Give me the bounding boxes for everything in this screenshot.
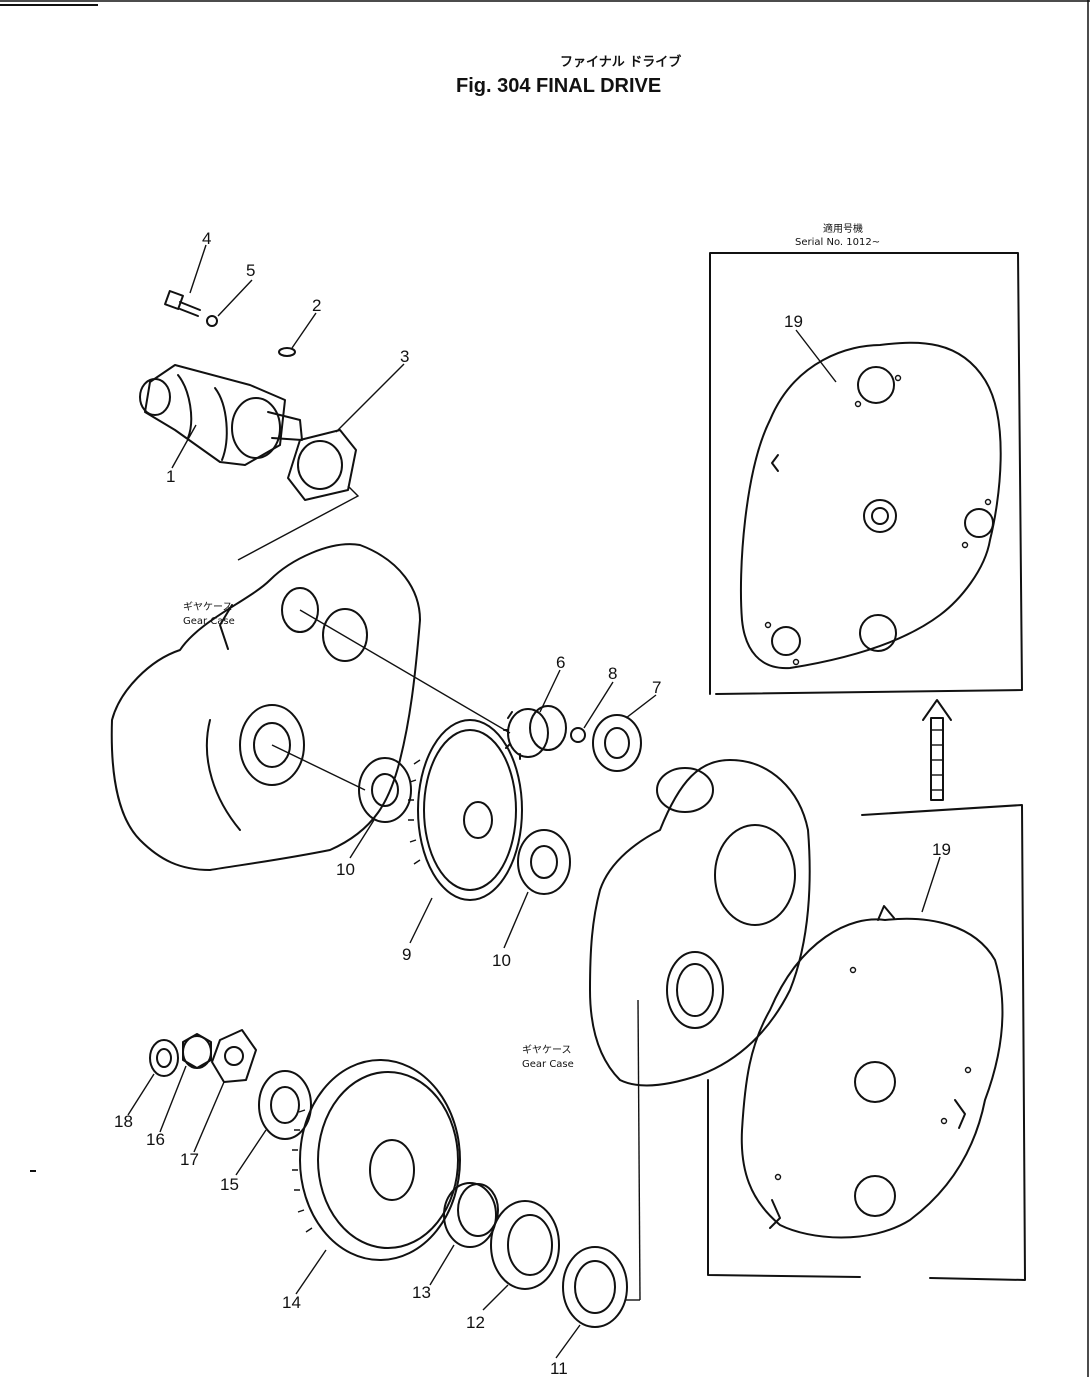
gear-case-label-en-lower: Gear Case: [522, 1059, 574, 1070]
bearing: [358, 757, 412, 823]
part-label-19-lower: 19: [932, 840, 951, 859]
part-label-7: 7: [652, 678, 661, 697]
bearing: [258, 1070, 312, 1140]
cover-plate-lower: [740, 905, 1004, 1239]
bearing: [490, 1200, 560, 1290]
part-label-8: 8: [608, 664, 617, 683]
part-label-6: 6: [556, 653, 565, 672]
pinion-gear: [503, 705, 567, 760]
hydraulic-motor: [139, 364, 303, 466]
spur-gear: [408, 719, 523, 901]
gear-case-label-jp-lower: ギヤケース: [522, 1044, 572, 1056]
title-english: Fig. 304 FINAL DRIVE: [456, 75, 661, 97]
serial-note-english: Serial No. 1012~: [795, 237, 880, 248]
snap-ring: [570, 727, 586, 743]
lower-cover-frame-left: [707, 1079, 861, 1278]
nut: [182, 1033, 212, 1069]
axis-line: [299, 609, 511, 734]
bearing: [562, 1246, 628, 1328]
part-label-11: 11: [550, 1359, 568, 1377]
part-label-5: 5: [246, 261, 255, 280]
part-label-4: 4: [202, 229, 211, 248]
bearing: [592, 714, 642, 772]
part-label-12: 12: [466, 1313, 485, 1332]
part-label-2: 2: [312, 296, 321, 315]
gear-case-label-en-upper: Gear Case: [183, 616, 235, 627]
lock-nut: [149, 1039, 179, 1077]
pin: [278, 347, 296, 357]
lower-cover-frame: [861, 804, 1026, 1281]
part-label-3: 3: [400, 347, 409, 366]
part-label-19-upper: 19: [784, 312, 803, 331]
part-label-16: 16: [146, 1130, 165, 1149]
part-label-9: 9: [402, 945, 411, 964]
part-label-14: 14: [282, 1293, 301, 1312]
final-gear: [292, 1059, 461, 1261]
gear-case-lower: [589, 759, 811, 1087]
cover-plate-upper: [739, 341, 1002, 670]
gear-case-label-jp-upper: ギヤケース: [183, 601, 233, 613]
washer: [206, 315, 218, 327]
serial-box-frame: [709, 252, 1023, 695]
serial-note-japanese: 適用号機: [823, 222, 863, 235]
gear-case-upper: [110, 543, 421, 871]
part-label-18: 18: [114, 1112, 133, 1131]
part-label-13: 13: [412, 1283, 431, 1302]
collar: [443, 1182, 499, 1248]
axis-line: [271, 744, 366, 791]
upgrade-arrow-icon: [922, 699, 952, 801]
gasket: [287, 429, 357, 501]
leader-lines: [127, 244, 941, 1359]
part-label-10b: 10: [492, 951, 511, 970]
bearing: [517, 829, 571, 895]
part-label-17: 17: [180, 1150, 199, 1169]
part-label-1: 1: [166, 467, 175, 486]
guide-line: [237, 485, 360, 561]
part-label-10a: 10: [336, 860, 355, 879]
title-japanese: ファイナル ドライブ: [560, 54, 681, 70]
lock-plate: [211, 1029, 257, 1083]
guide-line: [637, 999, 641, 1301]
bolt: [164, 290, 201, 317]
part-label-15: 15: [220, 1175, 239, 1194]
